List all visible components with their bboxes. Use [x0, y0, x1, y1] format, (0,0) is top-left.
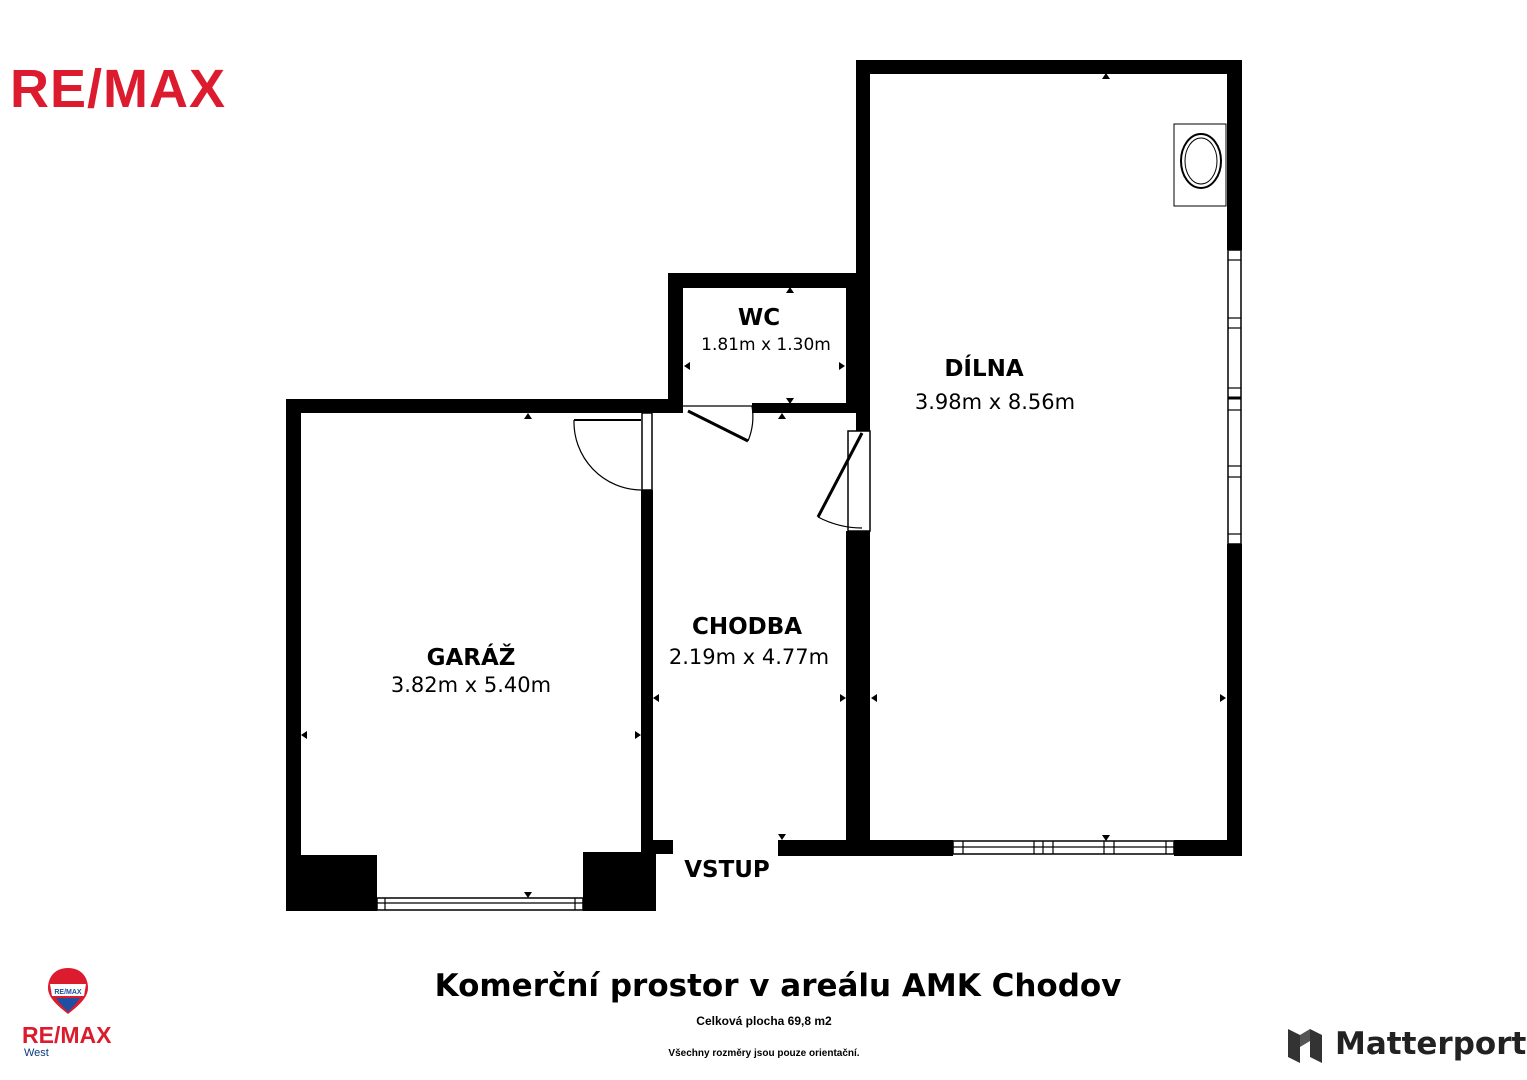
- remax-west-logo: RE/MAX: [22, 1022, 112, 1048]
- door-wc-swing: [747, 405, 754, 442]
- garage-door-opening: [376, 897, 584, 911]
- wall-wc-top: [668, 273, 870, 288]
- wall-garage-top: [286, 399, 683, 413]
- remax-logo: RE/MAX: [10, 59, 227, 119]
- matterport-logo: Matterport: [1335, 1026, 1527, 1062]
- matterport-icon: [1288, 1029, 1322, 1063]
- room-dims-chodba: 2.19m x 4.77m: [668, 645, 830, 669]
- room-name-chodba: CHODBA: [691, 614, 803, 640]
- pillar-garage-right: [583, 852, 656, 911]
- wall-dilna-right-upper: [1227, 60, 1242, 250]
- room-name-garaz: GARÁŽ: [426, 645, 516, 671]
- door-frame-dilna: [847, 430, 871, 532]
- pillar-garage-left: [286, 855, 377, 911]
- wall-bottom-middle: [778, 840, 953, 856]
- wall-wc-left: [668, 273, 683, 413]
- disclaimer-note: Všechny rozměry jsou pouze orientační.: [668, 1048, 860, 1059]
- door-dilna-leaf: [816, 432, 864, 518]
- wall-dilna-top: [856, 60, 1242, 74]
- wall-dilna-bottom-right: [1174, 840, 1242, 856]
- plan-title: Komerční prostor v areálu AMK Chodov: [434, 968, 1122, 1004]
- wall-garage-left: [286, 399, 301, 911]
- door-garage-swing: [573, 419, 642, 491]
- door-frame-garage: [641, 412, 653, 491]
- room-name-wc: WC: [737, 305, 781, 331]
- wall-corridor-right: [846, 531, 870, 856]
- wall-dilna-right-lower: [1227, 544, 1242, 856]
- room-dims-garaz: 3.82m x 5.40m: [390, 673, 552, 697]
- door-wc-leaf: [687, 409, 749, 443]
- balloon-text: RE/MAX: [54, 989, 82, 996]
- total-area: Celková plocha 69,8 m2: [696, 1014, 832, 1028]
- room-dims-wc: 1.81m x 1.30m: [701, 335, 831, 355]
- wall-divider-garage-corridor: [641, 490, 653, 854]
- wall-wc-bottom-right: [752, 403, 870, 413]
- wall-vstup-left-stub: [641, 840, 673, 854]
- wall-wc-right: [846, 273, 856, 413]
- room-dims-dilna: 3.98m x 8.56m: [914, 390, 1076, 414]
- entrance-label: VSTUP: [684, 857, 770, 883]
- remax-west-sub: West: [24, 1047, 49, 1059]
- room-name-dilna: DÍLNA: [944, 356, 1024, 382]
- wall-dilna-left-upper: [856, 60, 870, 288]
- door-dilna-swing: [817, 516, 863, 529]
- wall-dilna-left-middle: [856, 288, 870, 431]
- sink-fixture: [1173, 123, 1227, 207]
- remax-balloon-icon: RE/MAX: [48, 968, 88, 1014]
